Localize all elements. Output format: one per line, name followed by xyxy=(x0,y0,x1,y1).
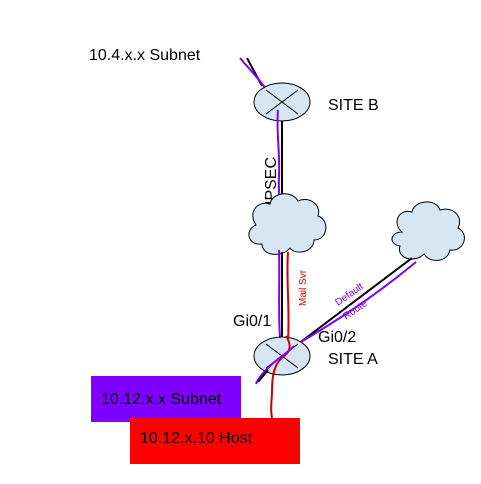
host-box xyxy=(130,418,300,464)
purple-path-mid xyxy=(278,249,281,339)
default-route-link xyxy=(297,257,413,345)
site-a-label: SITE A xyxy=(328,351,378,368)
gi0-2-label: Gi0/2 xyxy=(318,329,356,346)
subnet-box-label: 10.12.x.x Subnet xyxy=(101,391,222,408)
red-path-mail xyxy=(286,251,290,341)
site-b-router-icon xyxy=(253,82,311,122)
subnet-top-label: 10.4.x.x Subnet xyxy=(89,47,201,64)
site-b-label: SITE B xyxy=(328,97,379,114)
purple-path-default xyxy=(293,261,417,347)
subnet-box xyxy=(91,376,241,422)
purple-path-subnet xyxy=(255,345,295,385)
site-a-lan-link xyxy=(257,369,269,383)
red-path-host xyxy=(270,335,291,419)
ipsec-label: IPSEC xyxy=(263,157,280,205)
right-cloud-icon xyxy=(391,201,465,261)
mail-svr-label: Mail Svr xyxy=(298,269,309,306)
gi0-1-label: Gi0/1 xyxy=(233,313,271,330)
middle-cloud-icon xyxy=(248,193,327,255)
host-box-label: 10.12.x.10 Host xyxy=(140,430,253,447)
purple-path-top xyxy=(239,57,269,93)
